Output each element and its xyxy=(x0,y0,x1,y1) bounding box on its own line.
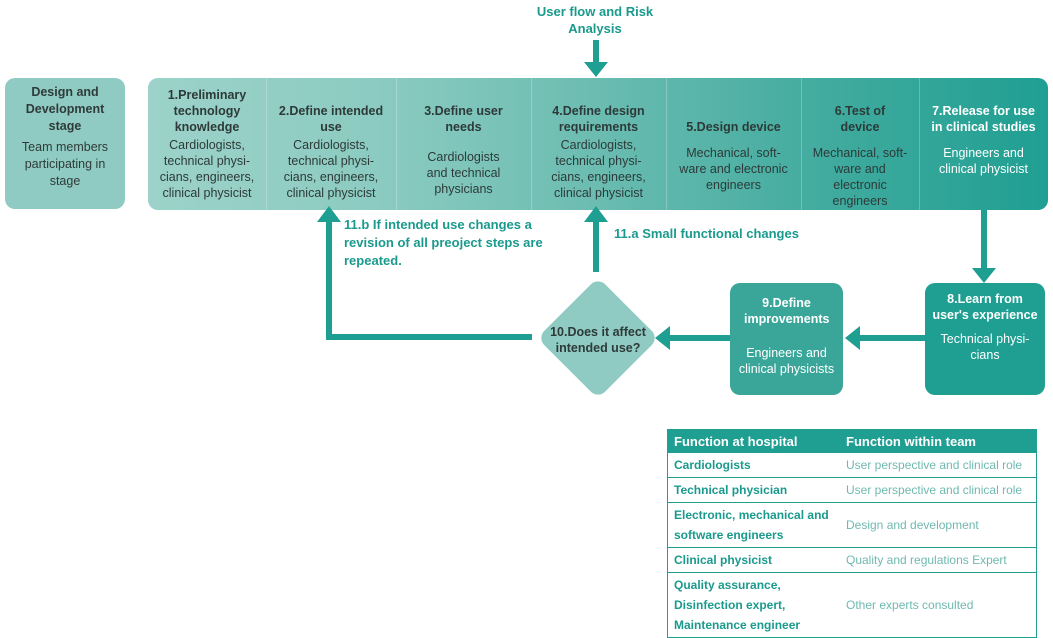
step-5: 5.Design device Mechanical, soft-ware an… xyxy=(666,78,801,210)
annotation-11b-line: 11.b If intended use changes a xyxy=(344,217,532,232)
table-cell-role: Quality assurance, Disinfection expert, … xyxy=(667,572,840,638)
table-cell-function: Quality and regulations Expert xyxy=(840,547,1037,573)
step-9-title: 9.Define improvements xyxy=(744,296,830,326)
step-4-members: Cardiologists, technical physi-cians, en… xyxy=(551,138,646,200)
table-row: Electronic, mechanical and software engi… xyxy=(667,502,1037,548)
arrow-top-shaft xyxy=(593,40,599,64)
table-row: Technical physician User perspective and… xyxy=(667,477,1037,503)
step-8-title: 8.Learn from user's experience xyxy=(932,292,1038,322)
step-9: 9.Define improvements Engineers and clin… xyxy=(730,283,843,395)
annotation-11b: 11.b If intended use changes a revision … xyxy=(344,216,543,270)
table-header-function: Function within team xyxy=(840,429,1037,453)
step-8-members: Technical physi-cians xyxy=(940,332,1030,362)
table-cell-function: Other experts consulted xyxy=(840,572,1037,638)
step-divider xyxy=(666,78,667,210)
step-divider xyxy=(531,78,532,210)
step-7-members: Engineers and clinical physicist xyxy=(939,146,1028,176)
step-3-title: 3.Define user needs xyxy=(424,104,503,134)
table-cell-role: Electronic, mechanical and software engi… xyxy=(667,502,840,548)
step-7-title: 7.Release for use in clinical studies xyxy=(931,104,1036,134)
table-cell-role: Cardiologists xyxy=(667,452,840,478)
step-9-members: Engineers and clinical physicists xyxy=(738,346,835,376)
arrow-11b-horizontal xyxy=(326,334,532,340)
step-2: 2.Define intended use Cardiologists, tec… xyxy=(266,78,396,210)
step-6: 6.Test of device Mechanical, soft-ware a… xyxy=(801,78,919,210)
step-1: 1.Preliminary technology knowledge Cardi… xyxy=(148,78,266,210)
step-3-members: Cardiologists and technical physicians xyxy=(426,150,501,196)
table-row: Quality assurance, Disinfection expert, … xyxy=(667,572,1037,638)
arrow-8-9-shaft xyxy=(858,335,925,341)
arrow-7-8-shaft xyxy=(981,210,987,270)
arrow-9-10-shaft xyxy=(668,335,730,341)
arrow-11a-head xyxy=(584,206,608,222)
annotation-11b-line: repeated. xyxy=(344,253,402,268)
arrow-9-10-head xyxy=(655,326,670,350)
table-cell-function: User perspective and clinical role xyxy=(840,452,1037,478)
step-2-members: Cardiologists, technical physi-cians, en… xyxy=(283,138,379,200)
user-flow-risk-label: User flow and Risk Analysis xyxy=(536,4,654,36)
process-flow-band: 1.Preliminary technology knowledge Cardi… xyxy=(148,78,1048,210)
table-row: Clinical physicist Quality and regulatio… xyxy=(667,547,1037,573)
step-1-title: 1.Preliminary technology knowledge xyxy=(167,88,247,134)
step-8: 8.Learn from user's experience Technical… xyxy=(925,283,1045,395)
table-cell-function: Design and development xyxy=(840,502,1037,548)
arrow-7-8-head xyxy=(972,268,996,283)
stage-box-title: Design and Development stage xyxy=(25,85,105,133)
arrow-11b-head xyxy=(317,206,341,222)
table-header-role: Function at hospital xyxy=(667,429,840,453)
step-4: 4.Define design requirements Cardiologis… xyxy=(531,78,666,210)
step-3: 3.Define user needs Cardiologists and te… xyxy=(396,78,531,210)
annotation-11a: 11.a Small functional changes xyxy=(614,226,799,241)
step-6-title: 6.Test of device xyxy=(834,104,886,134)
step-divider xyxy=(919,78,920,210)
step-7: 7.Release for use in clinical studies En… xyxy=(919,78,1048,210)
step-divider xyxy=(266,78,267,210)
table-cell-role: Technical physician xyxy=(667,477,840,503)
table-cell-function: User perspective and clinical role xyxy=(840,477,1037,503)
step-5-title: 5.Design device xyxy=(686,120,781,134)
flow-connectors xyxy=(317,40,996,395)
arrow-11b-vertical xyxy=(326,220,332,340)
step-6-members: Mechanical, soft-ware and electronic eng… xyxy=(812,146,908,208)
decision-diamond xyxy=(541,281,655,395)
table-cell-role: Clinical physicist xyxy=(667,547,840,573)
annotation-11b-line: revision of all preoject steps are xyxy=(344,235,543,250)
arrow-8-9-head xyxy=(845,326,860,350)
step-1-members: Cardiologists, technical physi-cians, en… xyxy=(159,138,255,200)
decision-label: 10.Does it affect intended use? xyxy=(550,325,646,355)
step-divider xyxy=(396,78,397,210)
step-2-title: 2.Define intended use xyxy=(278,104,384,134)
step-5-members: Mechanical, soft-ware and electronic eng… xyxy=(679,146,788,192)
stage-box: Design and Development stage Team member… xyxy=(5,78,125,209)
arrow-11a-shaft xyxy=(593,220,599,272)
stage-box-subtitle: Team members participating in stage xyxy=(21,140,109,188)
arrow-top-head xyxy=(584,62,608,77)
function-table: Function at hospital Function within tea… xyxy=(667,429,1037,638)
step-4-title: 4.Define design requirements xyxy=(552,104,645,134)
table-row: Cardiologists User perspective and clini… xyxy=(667,452,1037,478)
step-divider xyxy=(801,78,802,210)
table-header-row: Function at hospital Function within tea… xyxy=(667,429,1037,453)
